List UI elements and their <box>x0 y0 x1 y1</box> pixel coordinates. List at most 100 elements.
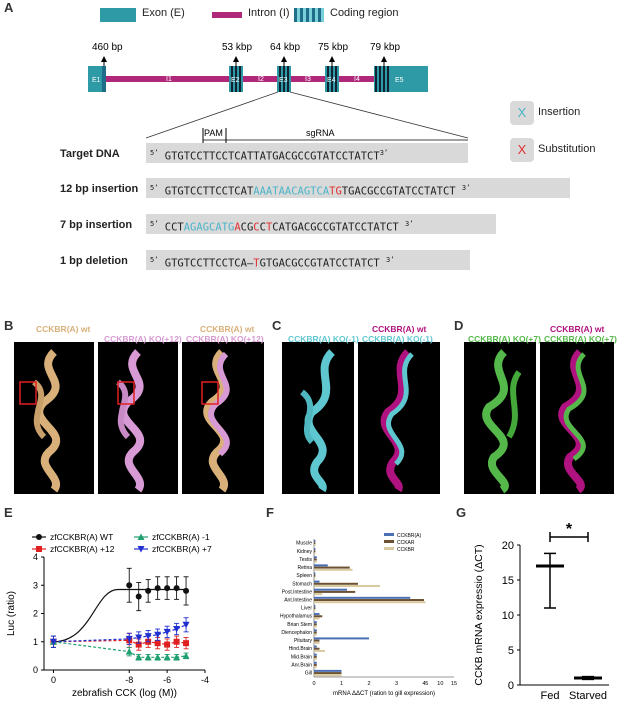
bar <box>314 631 317 634</box>
substitution-marker: X <box>510 138 534 162</box>
bar <box>314 544 316 547</box>
bar <box>314 645 317 648</box>
deletion-1-label: 1 bp deletion <box>60 255 128 267</box>
bar <box>314 564 328 567</box>
insertion-12-label: 12 bp insertion <box>60 183 139 195</box>
data-point <box>145 587 152 594</box>
bar <box>314 576 316 579</box>
pos-79kbp: 79 kbp <box>370 42 400 53</box>
bar <box>314 556 317 559</box>
x-tick-label: 0 <box>51 675 56 685</box>
panelC-title-ko1-2: CCKBR(A) KO(-1) <box>362 334 433 344</box>
bar <box>314 599 424 602</box>
y-tick-label: 3 <box>33 580 38 590</box>
y-axis-label: Luc (ratio) <box>6 591 17 636</box>
bar <box>314 661 317 664</box>
category-label: Fed <box>541 690 560 702</box>
position-markers: 460 bp 53 kbp 64 kbp 75 kbp 79 kbp <box>92 42 400 68</box>
data-point <box>163 628 171 636</box>
bar <box>314 641 320 644</box>
bar <box>314 672 342 675</box>
x-tick-label: 10 <box>437 681 443 687</box>
bar <box>314 548 316 551</box>
category-label: Ant.Intestine <box>284 598 312 604</box>
label-i3: I3 <box>305 76 311 83</box>
x-tick-label: 0 <box>312 681 315 687</box>
label-e2: E2 <box>231 77 240 84</box>
bar <box>314 568 353 571</box>
category-label: Mid.Brain <box>291 654 312 660</box>
x-axis-label: mRNA ΔΔCT (ration to gill expression) <box>333 691 435 697</box>
category-label: Post.Intestine <box>282 589 313 595</box>
bar <box>314 580 320 583</box>
legend-marker <box>137 533 145 540</box>
bar <box>314 653 317 656</box>
bar <box>314 669 342 672</box>
panelC-ko1-structure <box>282 342 354 494</box>
legend-swatch <box>384 540 394 543</box>
exon-e1 <box>88 66 106 92</box>
panelD-ko7-structure <box>464 342 536 494</box>
bar <box>314 621 317 624</box>
coding-legend-label: Coding region <box>330 7 399 19</box>
x-tick-label: 3 <box>395 681 398 687</box>
data-point <box>154 653 162 661</box>
data-point <box>163 653 171 661</box>
x-tick-label: 2 <box>367 681 370 687</box>
legend-label: zfCCKBR(A) WT <box>50 532 113 542</box>
y-tick-label: 4 <box>33 552 38 562</box>
data-point <box>144 653 152 661</box>
intron-swatch <box>212 12 242 18</box>
bar <box>314 607 316 610</box>
pos-460bp: 460 bp <box>92 42 123 53</box>
legend-label: CCKBR(A) <box>397 533 422 539</box>
bar <box>314 574 316 577</box>
category-label: Hind.Brain <box>289 646 313 652</box>
category-label: Kidney <box>297 549 313 555</box>
y-tick-label: 1 <box>33 637 38 647</box>
data-point <box>135 593 142 600</box>
panelB-overlay-structure <box>182 342 264 494</box>
bar <box>314 601 426 604</box>
data-point <box>164 585 171 592</box>
panelB-title-ko12-2: CCKBR(A) KO(+12) <box>186 334 264 344</box>
bar <box>314 613 320 616</box>
bar <box>314 649 325 652</box>
bar <box>314 639 320 642</box>
bar <box>314 540 316 542</box>
data-point <box>49 638 57 646</box>
data-point <box>135 641 142 648</box>
panelB-ko12-structure <box>98 342 178 494</box>
data-point <box>183 640 190 647</box>
panelD-title-wt: CCKBR(A) wt <box>550 324 605 334</box>
bar <box>314 542 316 545</box>
label-e1: E1 <box>92 77 101 84</box>
pos-75kbp: 75 kbp <box>318 42 348 53</box>
category-label: Testis <box>299 557 312 563</box>
panel-a-label: A <box>4 0 14 15</box>
bar <box>314 558 317 561</box>
bar <box>314 566 350 569</box>
category-label: Muscle <box>296 541 312 547</box>
deletion-1-seq: 5’ GTGTCCTTCCTCA–TGTGACGCCGTATCCTATCT 3’ <box>146 250 470 270</box>
y-tick-label: 2 <box>33 609 38 619</box>
x-tick-label: 5 <box>425 681 428 687</box>
data-point <box>173 638 180 645</box>
x-tick-label: -6 <box>163 675 171 685</box>
y-tick-label: 10 <box>502 610 514 622</box>
bar <box>314 584 380 587</box>
bar <box>314 617 320 620</box>
label-i4: I4 <box>354 76 360 83</box>
bar <box>314 590 356 593</box>
data-point <box>173 626 181 633</box>
panel-g-label: G <box>456 505 467 520</box>
bar <box>314 552 316 555</box>
significance-star: * <box>566 521 573 538</box>
x-tick-label: 1 <box>340 681 343 687</box>
category-label: Liver <box>301 606 312 612</box>
bar <box>314 633 317 636</box>
y-tick-label: 0 <box>508 680 514 692</box>
category-label: Starved <box>569 690 607 702</box>
category-label: Diencephalon <box>281 630 312 636</box>
panelB-title-wt-2: CCKBR(A) wt <box>200 324 255 334</box>
